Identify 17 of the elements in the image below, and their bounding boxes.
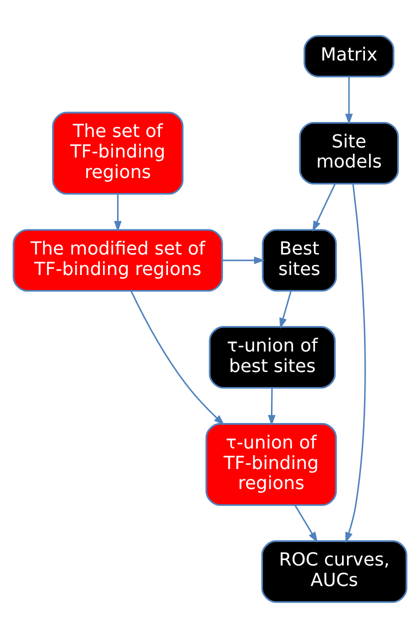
arrow <box>267 388 275 426</box>
node-box: Matrix <box>303 34 394 77</box>
arrow <box>344 76 352 124</box>
arrow <box>294 504 318 542</box>
node-box: Best sites <box>261 228 336 292</box>
arrow <box>278 290 292 328</box>
node-box: The modified set of TF-binding regions <box>12 228 222 292</box>
node-box: Site models <box>298 121 398 184</box>
arrow <box>114 194 122 232</box>
node-box: ROC curves, AUCs <box>260 540 407 602</box>
arrow <box>222 256 264 264</box>
node-box: The set of TF-binding regions <box>52 111 183 194</box>
arrow <box>344 183 366 543</box>
node-box: τ-union of TF-binding regions <box>205 422 336 506</box>
node-box: τ-union of best sites <box>208 326 336 388</box>
arrow <box>130 290 224 425</box>
arrow <box>312 183 336 232</box>
